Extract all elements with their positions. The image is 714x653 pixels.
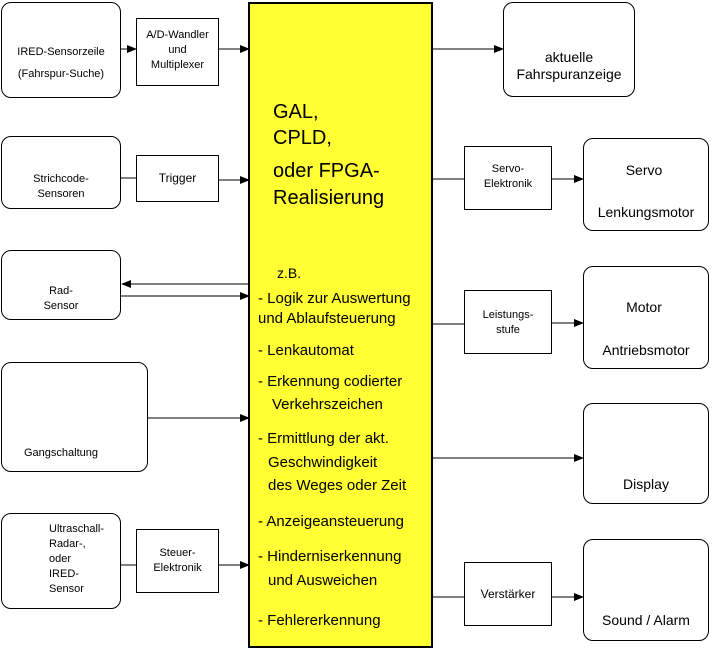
core-zb: z.B. bbox=[277, 265, 302, 281]
ad-label-line2: und bbox=[168, 44, 187, 56]
core-item-3: - Lenkautomat bbox=[258, 342, 354, 359]
power-label-line1: Leistungs- bbox=[482, 309, 534, 321]
servo-label: Lenkungsmotor bbox=[597, 204, 695, 220]
core-item-11: und Ausweichen bbox=[268, 572, 378, 589]
ultra-label-line3: oder bbox=[49, 553, 72, 565]
core-title-line2: CPLD, bbox=[273, 127, 332, 149]
amp-label: Verstärker bbox=[480, 587, 536, 601]
ultra-label-line1: Ultraschall- bbox=[49, 523, 105, 535]
amplifier-box bbox=[464, 562, 552, 626]
servo-icon-label: Servo bbox=[625, 162, 663, 178]
ad-label-line3: Multiplexer bbox=[150, 59, 205, 71]
sound-label: Sound / Alarm bbox=[602, 612, 690, 628]
lane-display-box bbox=[503, 2, 635, 97]
ultra-label-line5: Sensor bbox=[49, 583, 84, 595]
motor-label: Antriebsmotor bbox=[602, 342, 690, 358]
barcode-label-line2: Sensoren bbox=[37, 188, 85, 200]
steuer-label-line2: Elektronik bbox=[153, 562, 202, 574]
display-box bbox=[583, 403, 709, 504]
core-item-5: Verkehrszeichen bbox=[272, 396, 383, 413]
connectors bbox=[120, 45, 584, 601]
display-label: Display bbox=[623, 476, 669, 492]
core-item-6: - Ermittlung der akt. bbox=[258, 430, 389, 447]
core-block bbox=[248, 2, 433, 648]
lane-label-line2: Fahrspuranzeige bbox=[516, 66, 622, 82]
power-stage-box bbox=[464, 290, 552, 354]
gear-shift-box bbox=[1, 362, 148, 472]
wheel-label-line1: Rad- bbox=[49, 285, 73, 297]
wheel-sensor-box bbox=[1, 250, 121, 320]
gear-label: Gangschaltung bbox=[24, 447, 98, 459]
sound-box bbox=[583, 539, 709, 641]
steuer-label-line1: Steuer- bbox=[159, 547, 196, 559]
core-item-1: - Logik zur Auswertung bbox=[258, 290, 411, 307]
servo-el-label-line1: Servo- bbox=[491, 163, 525, 175]
ad-converter-box bbox=[136, 18, 219, 86]
ultra-label-line4: IRED- bbox=[49, 568, 79, 580]
steuer-electronics-box bbox=[136, 529, 219, 593]
lane-label-line1: aktuelle bbox=[544, 49, 594, 65]
core-item-12: - Fehlererkennung bbox=[258, 612, 381, 629]
ired-label-line1: IRED-Sensorzeile bbox=[17, 46, 105, 58]
core-item-10: - Hinderniserkennung bbox=[258, 548, 402, 565]
core-title-line4: Realisierung bbox=[273, 187, 385, 209]
servo-el-label-line2: Elektronik bbox=[483, 178, 533, 190]
core-item-2: und Ablaufsteuerung bbox=[258, 310, 396, 327]
ultra-label-line2: Radar-, bbox=[49, 538, 86, 550]
core-item-4: - Erkennung codierter bbox=[258, 373, 403, 390]
trigger-label: Trigger bbox=[158, 171, 197, 185]
core-item-7: Geschwindigkeit bbox=[268, 454, 378, 471]
core-title-line1: GAL, bbox=[273, 101, 319, 123]
trigger-box bbox=[136, 155, 219, 202]
ad-label-line1: A/D-Wandler bbox=[146, 29, 209, 41]
wheel-label-line2: Sensor bbox=[43, 300, 79, 312]
power-label-line2: stufe bbox=[496, 324, 520, 336]
ultrasonic-sensor-box bbox=[1, 513, 121, 609]
barcode-label-line1: Strichcode- bbox=[33, 173, 89, 185]
core-item-8: des Weges oder Zeit bbox=[268, 477, 407, 494]
ired-label-line2: (Fahrspur-Suche) bbox=[17, 68, 105, 80]
servo-electronics-box bbox=[464, 146, 552, 210]
core-item-9: - Anzeigeansteuerung bbox=[258, 513, 404, 530]
ired-sensor-box bbox=[1, 2, 121, 98]
servo-box bbox=[583, 138, 709, 231]
motor-icon-label: Motor bbox=[626, 299, 662, 315]
barcode-sensor-box bbox=[1, 136, 121, 209]
motor-box bbox=[583, 266, 709, 369]
core-title-line3: oder FPGA- bbox=[273, 160, 380, 182]
